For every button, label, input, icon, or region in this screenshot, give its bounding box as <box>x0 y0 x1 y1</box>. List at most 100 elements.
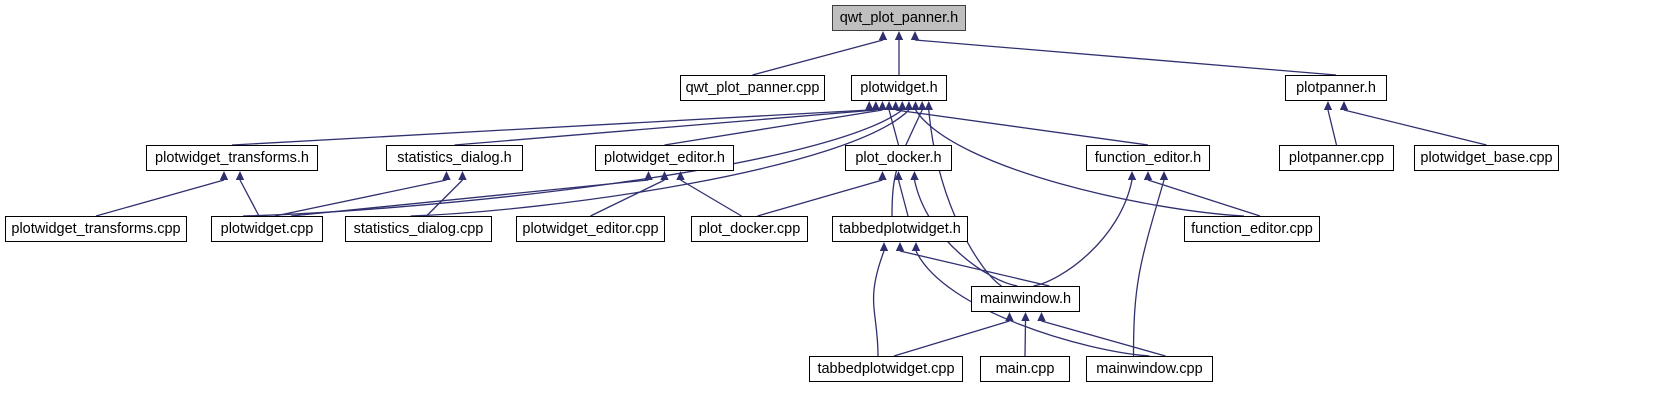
graph-edge <box>757 179 883 217</box>
graph-edge <box>897 179 909 217</box>
graph-node-mainwindow-h[interactable]: mainwindow.h <box>971 286 1080 312</box>
graph-node-plot-docker-cpp[interactable]: plot_docker.cpp <box>691 216 808 242</box>
graph-edge <box>913 179 1018 287</box>
graph-edge-arrowhead <box>676 171 685 180</box>
graph-edge <box>895 109 1149 146</box>
graph-edge <box>454 109 876 146</box>
graph-node-label: plot_docker.cpp <box>698 220 801 237</box>
graph-edge <box>1041 320 1166 357</box>
graph-edge <box>239 179 260 217</box>
graph-edge <box>1132 179 1165 357</box>
graph-edge <box>893 320 1010 357</box>
graph-node-label: qwt_plot_panner.cpp <box>685 79 820 96</box>
graph-node-plotwidget-cpp[interactable]: plotwidget.cpp <box>211 216 323 242</box>
graph-edge <box>1024 320 1027 357</box>
graph-edge-arrowhead <box>879 242 889 251</box>
graph-node-label: function_editor.h <box>1094 149 1202 166</box>
graph-edge-arrowhead <box>895 242 905 251</box>
graph-edge <box>590 179 665 217</box>
graph-edge <box>1147 179 1261 217</box>
graph-node-statistics-dialog-h[interactable]: statistics_dialog.h <box>386 145 523 171</box>
graph-edge <box>1327 109 1338 146</box>
graph-node-plotwidget-transforms-cpp[interactable]: plotwidget_transforms.cpp <box>5 216 187 242</box>
graph-edge <box>231 109 870 146</box>
graph-edge <box>95 179 225 217</box>
graph-node-label: plotpanner.cpp <box>1288 149 1385 166</box>
graph-edge-arrowhead <box>911 101 920 110</box>
graph-node-plot-docker-h[interactable]: plot_docker.h <box>845 145 952 171</box>
graph-node-label: plot_docker.h <box>855 149 942 166</box>
graph-node-plotpanner-cpp[interactable]: plotpanner.cpp <box>1279 145 1394 171</box>
graph-node-label: statistics_dialog.h <box>397 149 512 166</box>
graph-node-function-editor-h[interactable]: function_editor.h <box>1086 145 1210 171</box>
graph-edge <box>915 250 1150 357</box>
graph-node-plotwidget-editor-h[interactable]: plotwidget_editor.h <box>595 145 734 171</box>
graph-edge <box>664 109 883 146</box>
graph-edge-arrowhead <box>894 31 904 40</box>
graph-edge <box>752 39 884 76</box>
graph-node-main-cpp[interactable]: main.cpp <box>980 356 1070 382</box>
graph-node-plotwidget-base-cpp[interactable]: plotwidget_base.cpp <box>1414 145 1559 171</box>
graph-node-plotwidget-h[interactable]: plotwidget.h <box>851 75 947 101</box>
graph-edge <box>914 109 1245 217</box>
graph-edge-arrowhead <box>1127 171 1137 180</box>
graph-edge <box>274 179 447 217</box>
graph-node-function-editor-cpp[interactable]: function_editor.cpp <box>1184 216 1320 242</box>
graph-edge <box>410 109 910 217</box>
graph-edge-arrowhead <box>1021 312 1030 321</box>
graph-node-label: plotwidget.cpp <box>220 220 314 237</box>
graph-node-label: plotwidget_base.cpp <box>1420 149 1553 166</box>
graph-node-label: plotwidget.h <box>860 79 938 96</box>
graph-edge-arrowhead <box>458 171 467 180</box>
graph-edge-arrowhead <box>878 101 887 110</box>
graph-node-label: plotwidget_editor.h <box>604 149 725 166</box>
graph-edge <box>290 179 649 217</box>
graph-edge <box>899 250 1050 287</box>
graph-edge-arrowhead <box>910 31 920 40</box>
graph-node-label: mainwindow.cpp <box>1096 360 1203 377</box>
graph-node-label: qwt_plot_panner.h <box>839 9 959 26</box>
graph-node-statistics-dialog-cpp[interactable]: statistics_dialog.cpp <box>345 216 492 242</box>
graph-node-qwt-plot-panner-cpp[interactable]: qwt_plot_panner.cpp <box>680 75 825 101</box>
graph-edge-arrowhead <box>884 101 894 110</box>
graph-node-tabbedplotwidget-h[interactable]: tabbedplotwidget.h <box>832 216 968 242</box>
graph-edge <box>914 39 1337 76</box>
graph-edge-arrowhead <box>1339 101 1349 110</box>
graph-edge-arrowhead <box>660 171 669 180</box>
graph-node-label: plotpanner.h <box>1296 79 1376 96</box>
graph-edge-arrowhead <box>644 171 653 180</box>
graph-edge-arrowhead <box>878 171 887 180</box>
graph-edge <box>872 250 885 357</box>
graph-edge <box>426 179 463 217</box>
graph-edge-arrowhead <box>878 31 888 40</box>
graph-edge-arrowhead <box>891 101 900 110</box>
graph-node-plotwidget-transforms-h[interactable]: plotwidget_transforms.h <box>146 145 318 171</box>
graph-node-qwt-plot-panner-h[interactable]: qwt_plot_panner.h <box>832 5 966 31</box>
graph-node-label: tabbedplotwidget.h <box>839 220 961 237</box>
graph-node-label: function_editor.cpp <box>1191 220 1313 237</box>
graph-node-mainwindow-cpp[interactable]: mainwindow.cpp <box>1086 356 1213 382</box>
graph-edge-arrowhead <box>442 171 451 180</box>
graph-node-label: mainwindow.h <box>979 290 1072 307</box>
graph-node-tabbedplotwidget-cpp[interactable]: tabbedplotwidget.cpp <box>809 356 963 382</box>
graph-node-label: main.cpp <box>995 360 1055 377</box>
graph-edge <box>1033 179 1133 287</box>
graph-node-plotpanner-h[interactable]: plotpanner.h <box>1285 75 1387 101</box>
graph-node-label: plotwidget_editor.cpp <box>522 220 659 237</box>
graph-edge-arrowhead <box>1159 171 1169 180</box>
graph-edge-arrowhead <box>904 101 914 110</box>
graph-node-label: plotwidget_transforms.h <box>155 149 309 166</box>
graph-edge-arrowhead <box>865 101 874 110</box>
graph-edge-arrowhead <box>1037 312 1046 321</box>
graph-edge <box>888 109 900 146</box>
graph-node-plotwidget-editor-cpp[interactable]: plotwidget_editor.cpp <box>516 216 665 242</box>
graph-node-label: tabbedplotwidget.cpp <box>817 360 955 377</box>
graph-edge-arrowhead <box>894 171 903 180</box>
graph-edge-arrowhead <box>911 242 921 251</box>
graph-edge-arrowhead <box>235 171 245 180</box>
graph-edge <box>680 179 742 217</box>
graph-edge-arrowhead <box>1005 312 1014 321</box>
graph-edge <box>1343 109 1487 146</box>
